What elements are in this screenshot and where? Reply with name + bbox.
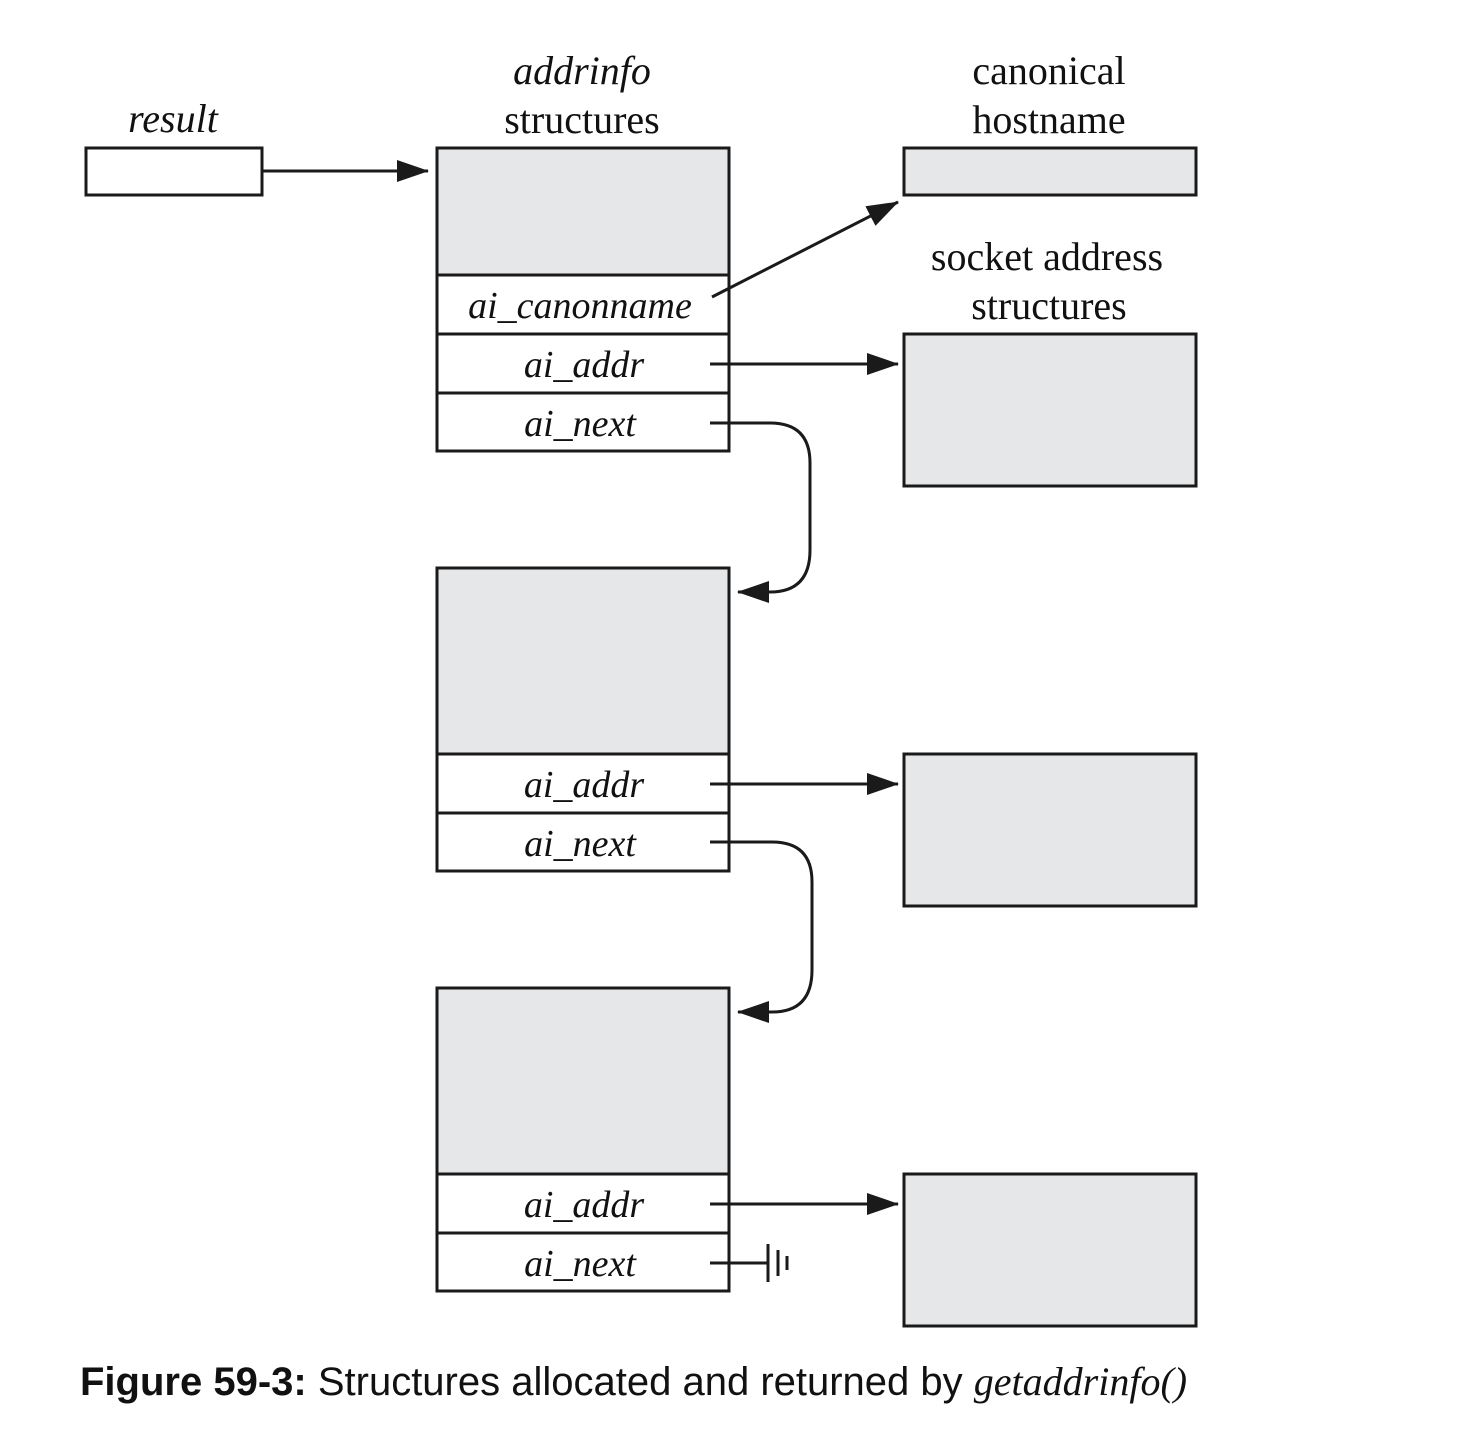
addrinfo-struct-3: ai_addr ai_next <box>435 986 731 1293</box>
field-row <box>435 391 731 453</box>
caption-text: Structures allocated and returned by <box>306 1360 974 1404</box>
field-ai-next: ai_next <box>524 403 637 445</box>
canonical-hostname-label-line1: canonical <box>972 48 1125 93</box>
field-ai-addr: ai_addr <box>524 1184 645 1226</box>
figure-caption: Figure 59-3: Structures allocated and re… <box>80 1358 1187 1405</box>
sockaddr-box-1 <box>902 332 1198 488</box>
field-ai-next: ai_next <box>524 823 637 865</box>
addrinfo-label-line2: structures <box>504 97 660 142</box>
field-ai-addr: ai_addr <box>524 344 645 386</box>
result-label: result <box>128 96 219 141</box>
sockaddr-label-line1: socket address <box>931 234 1163 279</box>
field-ai-canonname: ai_canonname <box>468 285 692 327</box>
null-terminator-icon <box>710 1244 789 1282</box>
sockaddr-label-line2: structures <box>971 283 1127 328</box>
ai-next-arrow-1 <box>710 421 812 603</box>
field-row <box>435 332 731 395</box>
addrinfo-label-line1: addrinfo <box>513 48 651 93</box>
figure-number: Figure 59-3: <box>80 1360 307 1404</box>
sockaddr-box-3 <box>902 1172 1198 1328</box>
ai-next-arrow-2 <box>710 840 814 1023</box>
result-pointer-box <box>84 146 264 197</box>
addrinfo-struct-1: ai_canonname ai_addr ai_next <box>435 146 731 453</box>
caption-function: getaddrinfo() <box>973 1359 1188 1404</box>
canonname-arrow <box>711 200 899 299</box>
canonical-hostname-label-line2: hostname <box>972 97 1125 142</box>
addrinfo-struct-2: ai_addr ai_next <box>435 566 731 873</box>
field-ai-next: ai_next <box>524 1243 637 1285</box>
field-ai-addr: ai_addr <box>524 764 645 806</box>
canonical-hostname-box <box>902 146 1198 197</box>
sockaddr-box-2 <box>902 752 1198 908</box>
